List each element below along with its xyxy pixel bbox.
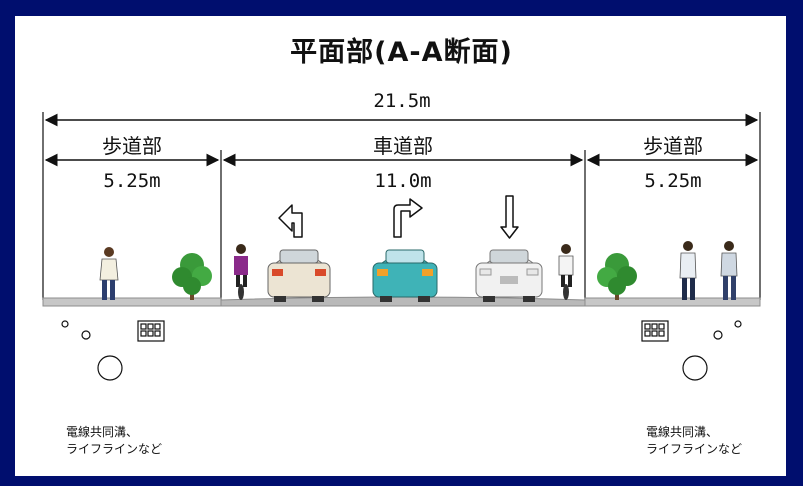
arrow-left-icon bbox=[278, 204, 303, 238]
right-note-line-1: 電線共同溝、 bbox=[646, 425, 719, 439]
left-note-line-2: ライフラインなど bbox=[66, 442, 163, 456]
diagram-panel bbox=[15, 16, 786, 476]
left-note-line-1: 電線共同溝、 bbox=[66, 425, 139, 439]
arrow-down-icon bbox=[500, 195, 519, 239]
tree-icon bbox=[172, 253, 212, 300]
pedestrian-icon bbox=[679, 241, 697, 300]
left-section-label: 歩道部 bbox=[102, 134, 162, 158]
car-icon bbox=[475, 249, 543, 302]
car-icon bbox=[372, 249, 438, 302]
right-width-label: 5.25m bbox=[644, 170, 702, 192]
cyclist-icon bbox=[234, 244, 248, 300]
right-section-label: 歩道部 bbox=[643, 134, 703, 158]
car-icon bbox=[267, 249, 331, 302]
dimension-guides bbox=[42, 112, 761, 300]
conduit-icon bbox=[641, 320, 742, 381]
pedestrian-icon bbox=[99, 247, 119, 300]
center-width-label: 11.0m bbox=[374, 170, 432, 192]
pedestrian-icon bbox=[720, 241, 738, 300]
road-surface bbox=[42, 296, 761, 307]
right-utility-note: 電線共同溝、 ライフラインなど bbox=[646, 424, 742, 458]
total-width-label: 21.5m bbox=[373, 90, 431, 112]
arrow-right-turn-icon bbox=[393, 198, 423, 238]
right-note-line-2: ライフラインなど bbox=[646, 442, 743, 456]
tree-icon bbox=[597, 253, 637, 300]
center-section-label: 車道部 bbox=[373, 134, 433, 158]
conduit-icon bbox=[61, 320, 165, 381]
diagram-title: 平面部(A-A断面) bbox=[290, 37, 513, 68]
left-width-label: 5.25m bbox=[103, 170, 161, 192]
left-utility-note: 電線共同溝、 ライフラインなど bbox=[66, 424, 162, 458]
cyclist-icon bbox=[558, 244, 574, 300]
